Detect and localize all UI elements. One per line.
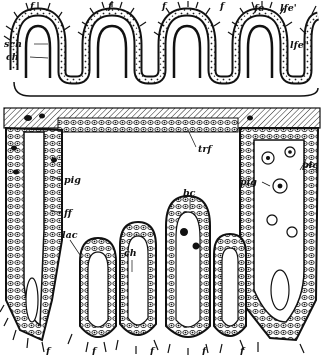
label-trf: trf: [198, 144, 213, 155]
label-lfe-prime: lfe': [280, 3, 297, 14]
label-lac: lac: [62, 230, 78, 241]
left-crypt: [0, 128, 62, 352]
label-ch-bottom: ch: [124, 248, 137, 259]
label-f-bottom-3: f: [149, 346, 156, 355]
label-f-bottom-5: f: [239, 346, 246, 355]
label-f-bottom-1: f: [45, 346, 52, 355]
upper-folded-epithelium: [4, 1, 318, 96]
label-ch-top: ch: [6, 52, 19, 63]
label-sch: sch: [4, 39, 22, 50]
label-pig-right: pig: [302, 160, 319, 171]
label-pig-left: pig: [64, 175, 81, 186]
label-lfe-double-prime: lfe": [290, 40, 309, 51]
label-f-top-4: f: [219, 1, 226, 12]
label-fe: fe: [253, 3, 264, 14]
label-bc: bc: [183, 188, 196, 199]
label-f-bottom-2: f: [91, 346, 98, 355]
label-ff: ff: [63, 208, 74, 219]
label-pig-mid: pig: [240, 177, 257, 188]
